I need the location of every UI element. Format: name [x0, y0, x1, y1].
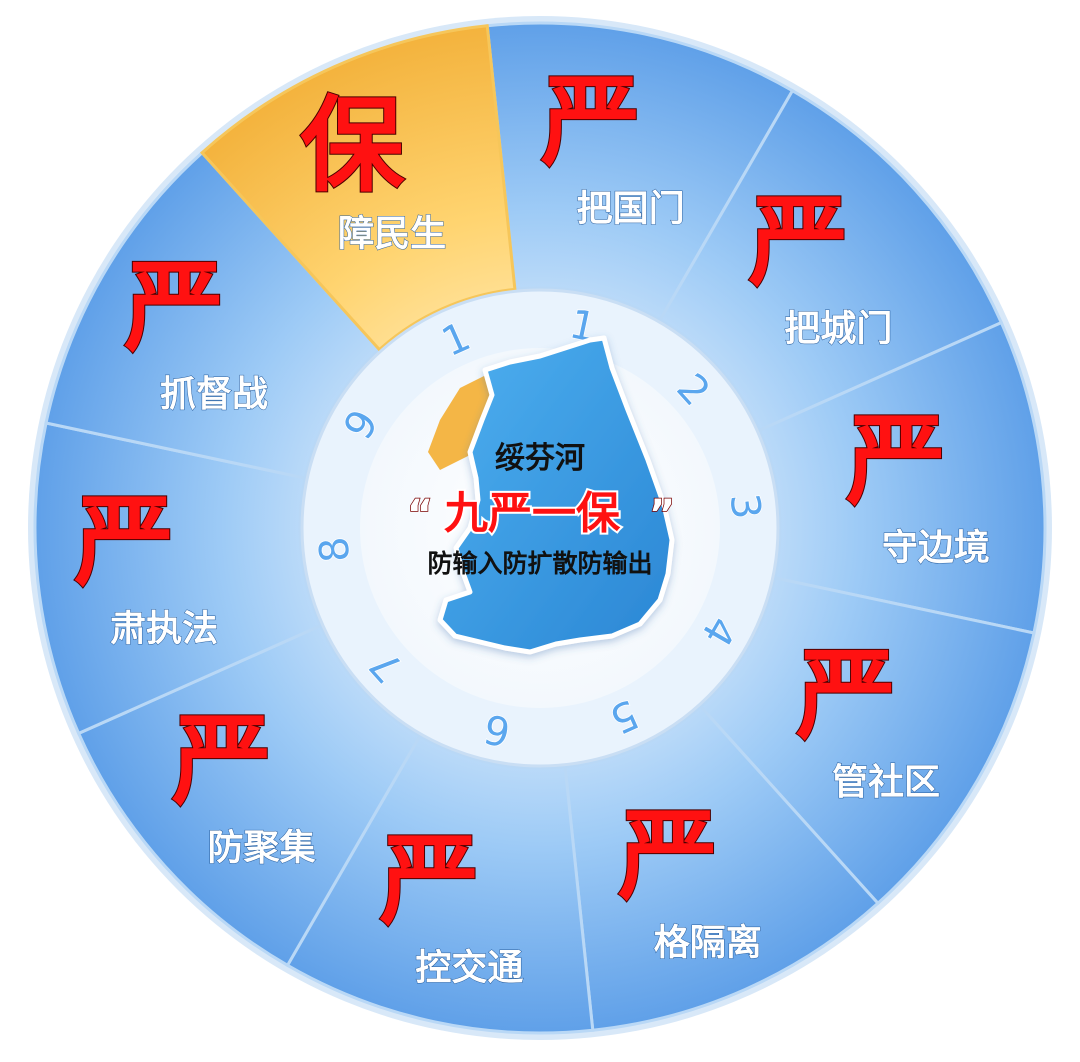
segment-label-6: 控交通 — [415, 947, 523, 989]
segment-big-char-7: 严 — [172, 703, 272, 820]
segment-big-char-2: 严 — [748, 183, 848, 300]
center-city: 绥芬河 — [495, 441, 585, 476]
segment-8 — [33, 421, 323, 736]
segment-7 — [76, 623, 423, 968]
segment-5 — [563, 704, 881, 1032]
segment-label-10: 障民生 — [338, 214, 446, 255]
segment-label-4: 管社区 — [832, 762, 940, 803]
segment-label-8: 肃执法 — [110, 609, 218, 650]
segment-label-5: 格隔离 — [654, 922, 762, 963]
segment-big-char-5: 严 — [618, 797, 718, 914]
segment-10 — [199, 24, 517, 352]
segment-big-char-1: 严 — [541, 63, 641, 180]
segment-big-char-9: 严 — [124, 249, 224, 366]
center-quote-close: ” — [649, 492, 675, 538]
segment-2 — [657, 88, 1004, 433]
segment-label-1: 把国门 — [577, 188, 685, 229]
segment-3 — [757, 320, 1047, 635]
segment-number-3: 3 — [721, 491, 769, 521]
segment-9 — [44, 150, 382, 480]
suifenhe-map — [428, 335, 675, 655]
segment-big-char-4: 严 — [796, 637, 896, 754]
segment-big-char-8: 严 — [74, 484, 174, 601]
center-subtitle: 防输入防扩散防输出 — [427, 549, 652, 578]
segment-label-2: 把城门 — [784, 308, 892, 349]
segment-number-8: 8 — [311, 534, 359, 564]
segment-group: 严把国门严把城门严守边境严管社区严格隔离严控交通严防聚集严肃执法严抓督战保障民生 — [33, 21, 1047, 1035]
segment-big-char-10: 保 — [300, 85, 405, 207]
segment-label-7: 防聚集 — [208, 828, 316, 869]
center-quote-open: “ — [407, 492, 433, 538]
segment-4 — [698, 576, 1036, 906]
segment-label-3: 守边境 — [882, 527, 990, 568]
segment-label-9: 抓督战 — [160, 374, 268, 415]
segment-1 — [485, 21, 795, 323]
segment-big-char-3: 严 — [846, 402, 946, 519]
map-shape — [437, 335, 675, 655]
segment-6 — [285, 733, 595, 1035]
segment-big-char-6: 严 — [379, 823, 479, 940]
center-slogan: 九严一保 — [444, 488, 621, 539]
